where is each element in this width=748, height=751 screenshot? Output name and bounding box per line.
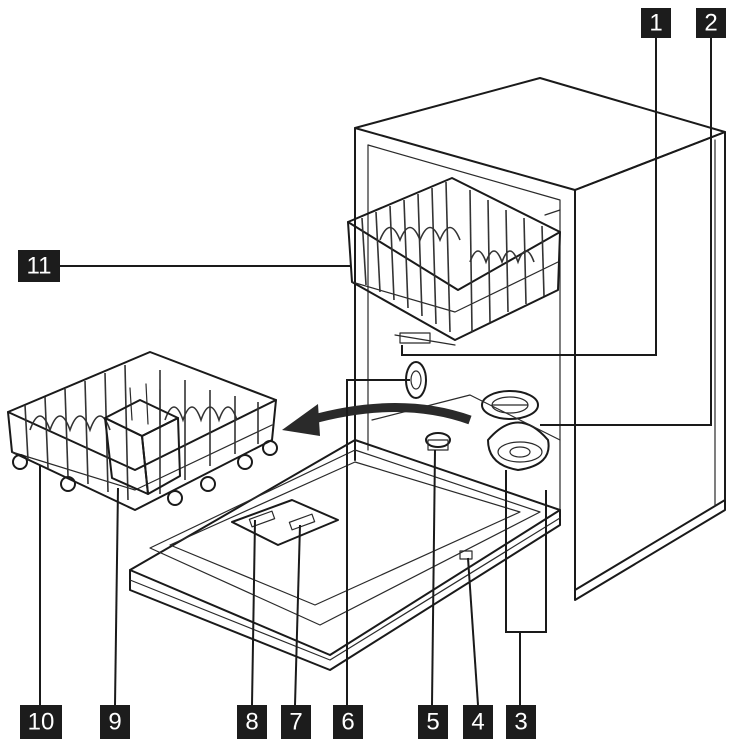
callout-6: 6 [333,705,363,739]
remove-basket-arrow [282,403,472,436]
callout-2-label: 2 [704,10,717,37]
cutlery-basket [104,383,181,495]
dishwasher-door [129,439,561,671]
callout-4-label: 4 [471,709,484,736]
leader-lines [39,35,712,706]
callout-9-label: 9 [108,709,121,736]
callout-11-label: 11 [27,253,52,280]
callout-7: 7 [281,705,311,739]
callout-9: 9 [100,705,130,739]
callout-3: 3 [506,705,536,739]
dispenser-panel [231,499,339,546]
callout-2: 2 [696,8,726,38]
callout-8: 8 [237,705,267,739]
callout-1-label: 1 [649,10,662,37]
callout-1: 1 [641,8,671,38]
callout-10: 10 [20,705,62,739]
lower-basket [7,351,278,511]
callout-5: 5 [418,705,448,739]
callout-4: 4 [463,705,493,739]
filter-assembly [487,421,550,471]
callout-5-label: 5 [426,709,439,736]
lower-spray-arm [425,432,451,451]
callout-11: 11 [18,250,60,282]
callout-10-label: 10 [28,709,55,736]
callout-3-label: 3 [514,709,527,736]
callout-6-label: 6 [341,709,354,736]
dishwasher-cabinet [354,77,726,601]
upper-basket [347,177,561,346]
callout-8-label: 8 [245,709,258,736]
callout-7-label: 7 [289,709,302,736]
salt-container-cap [481,390,539,420]
